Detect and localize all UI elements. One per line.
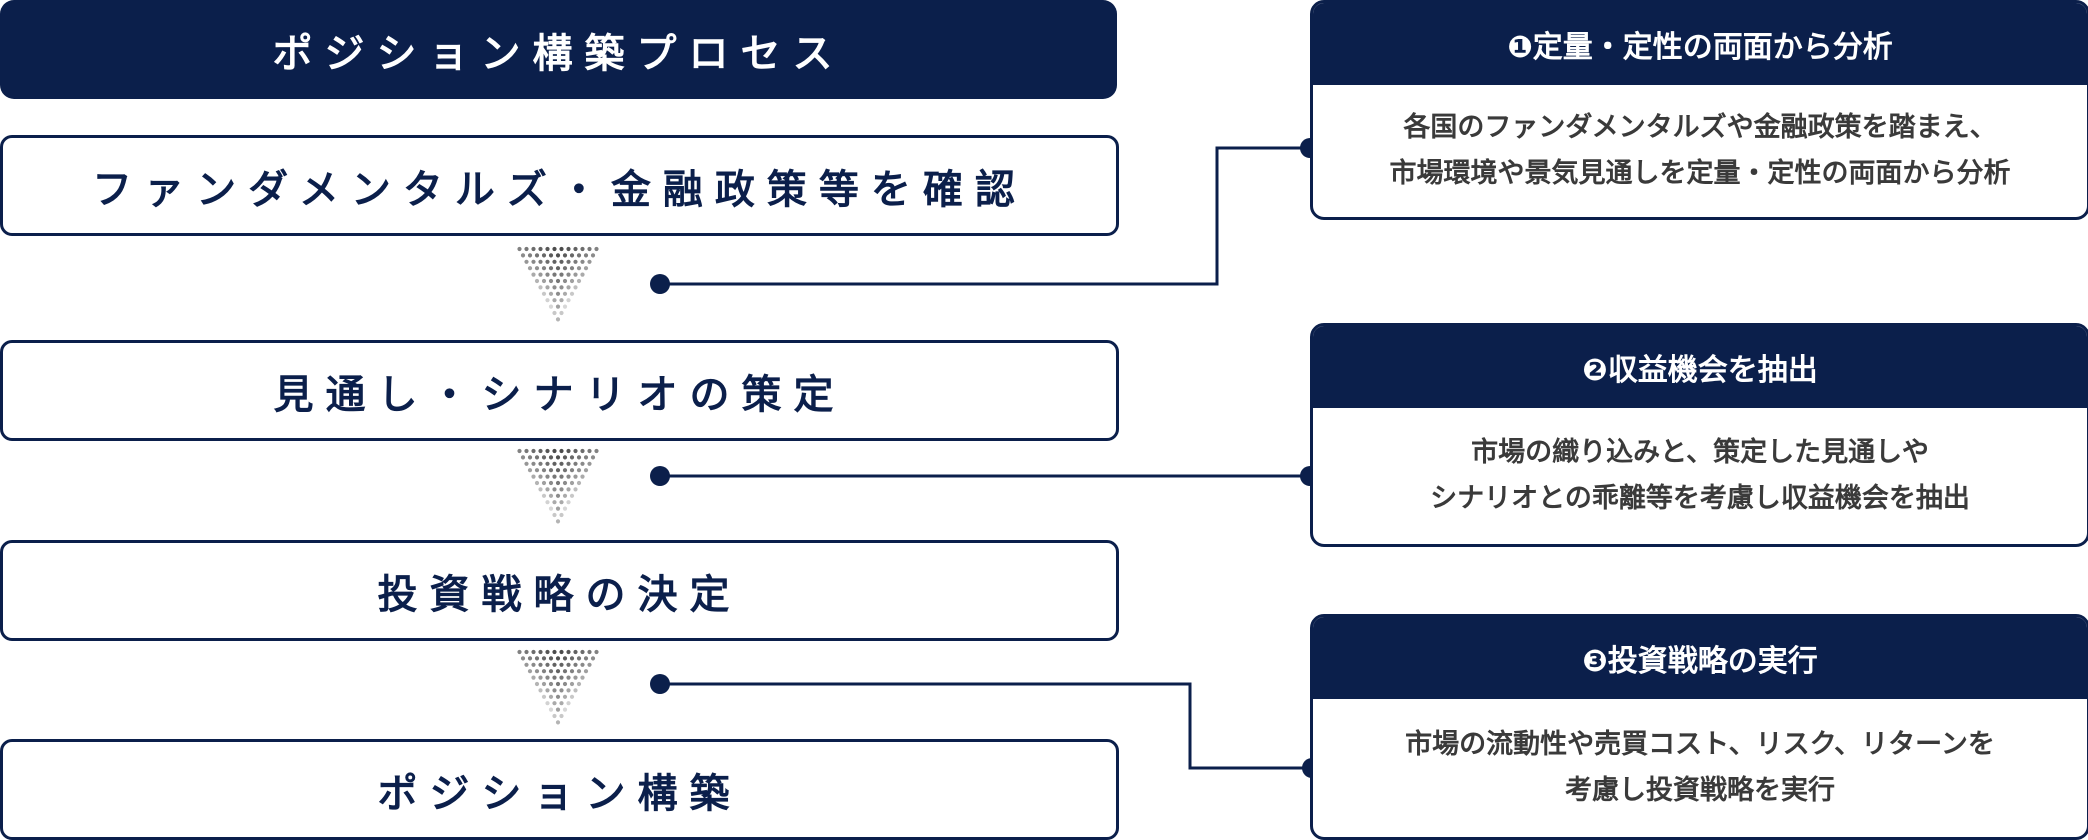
step-position-building: ポジション構築 [0, 739, 1119, 840]
step-strategy-decision: 投資戦略の決定 [0, 540, 1119, 641]
card-body: 市場の流動性や売買コスト、リスク、リターンを 考慮し投資戦略を実行 [1313, 699, 2087, 837]
down-arrow-icon [517, 448, 599, 524]
card-opportunity: ❷収益機会を抽出 市場の織り込みと、策定した見通しや シナリオとの乖離等を考慮し… [1310, 323, 2088, 547]
down-arrow-icon [517, 246, 599, 322]
card-body: 市場の織り込みと、策定した見通しや シナリオとの乖離等を考慮し収益機会を抽出 [1313, 408, 2087, 544]
step-outlook-scenario: 見通し・シナリオの策定 [0, 340, 1119, 441]
card-title: ❸投資戦略の実行 [1313, 617, 2087, 699]
connector-dot [650, 274, 670, 294]
card-body: 各国のファンダメンタルズや金融政策を踏まえ、 市場環境や景気見通しを定量・定性の… [1313, 85, 2087, 217]
connector-dot [650, 674, 670, 694]
card-text-line: 市場の織り込みと、策定した見通しや [1471, 437, 1929, 468]
step-fundamentals: ファンダメンタルズ・金融政策等を確認 [0, 135, 1119, 236]
card-text-line: 市場の流動性や売買コスト、リスク、リターンを [1405, 729, 1995, 760]
process-title: ポジション構築プロセス [0, 0, 1117, 99]
card-text-line: 各国のファンダメンタルズや金融政策を踏まえ、 [1403, 112, 1997, 143]
card-title: ❶定量・定性の両面から分析 [1313, 3, 2087, 85]
card-text-line: シナリオとの乖離等を考慮し収益機会を抽出 [1430, 483, 1970, 514]
card-analysis: ❶定量・定性の両面から分析 各国のファンダメンタルズや金融政策を踏まえ、 市場環… [1310, 0, 2088, 220]
card-execution: ❸投資戦略の実行 市場の流動性や売買コスト、リスク、リターンを 考慮し投資戦略を… [1310, 614, 2088, 840]
card-text-line: 考慮し投資戦略を実行 [1565, 775, 1835, 806]
card-text-line: 市場環境や景気見通しを定量・定性の両面から分析 [1389, 158, 2011, 189]
card-title: ❷収益機会を抽出 [1313, 326, 2087, 408]
down-arrow-icon [517, 649, 599, 725]
connector-dot [650, 466, 670, 486]
